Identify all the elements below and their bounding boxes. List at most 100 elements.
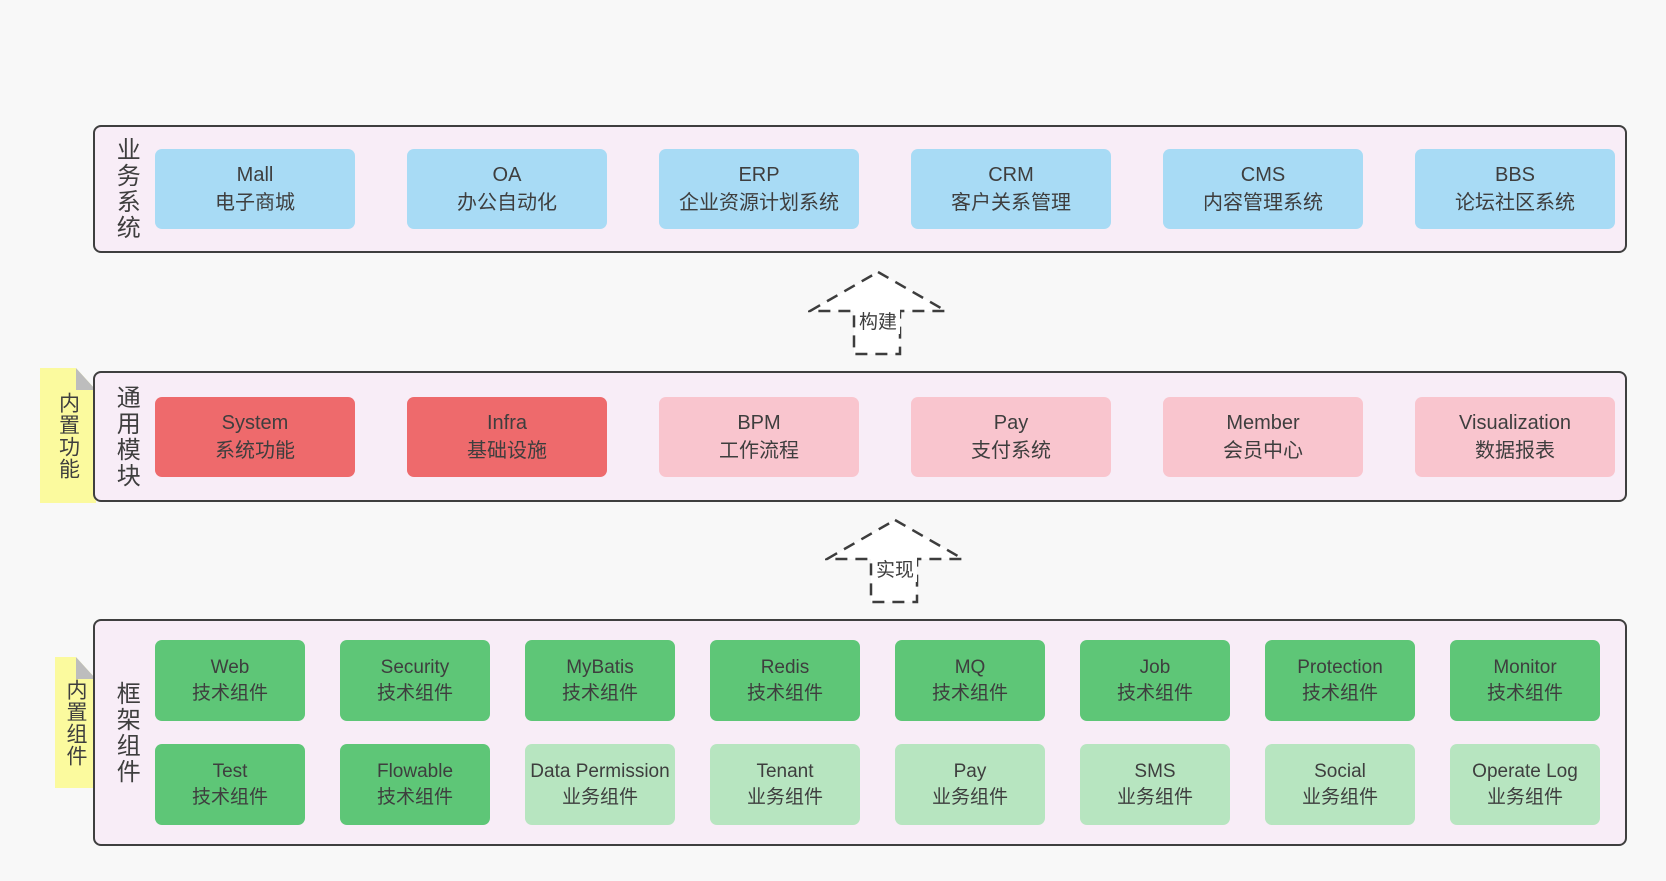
box-pay: Pay 业务组件: [895, 744, 1045, 825]
box-system: System 系统功能: [155, 396, 355, 477]
box-bbs: BBS 论坛社区系统: [1415, 149, 1615, 229]
box-title: Job: [1139, 656, 1171, 678]
box-title: Protection: [1297, 656, 1383, 678]
box-title: System: [221, 411, 289, 434]
box-subtitle: 技术组件: [746, 682, 823, 704]
panel-label: 业务系统: [112, 137, 140, 241]
box-title: Data Permission: [530, 760, 670, 782]
box-subtitle: 企业资源计划系统: [679, 192, 839, 214]
box-subtitle: 技术组件: [1486, 682, 1563, 704]
box-subtitle: 技术组件: [191, 682, 268, 704]
sticky-note-label: 内置组件: [64, 678, 88, 767]
panel-label-zone: 框架组件: [95, 621, 155, 844]
box-pay: Pay 支付系统: [911, 396, 1111, 477]
box-title: MQ: [954, 656, 986, 678]
box-mq: MQ 技术组件: [895, 640, 1045, 721]
box-bpm: BPM 工作流程: [659, 396, 859, 477]
sticky-note-builtin-components: 内置组件: [55, 657, 96, 788]
box-redis: Redis 技术组件: [710, 640, 860, 721]
box-subtitle: 办公自动化: [457, 192, 557, 214]
box-subtitle: 技术组件: [191, 786, 268, 808]
box-test: Test 技术组件: [155, 744, 305, 825]
panel-box-rows: Mall 电子商城 OA 办公自动化 ERP 企业资源计划系统 CRM 客户关系管理 CMS 内容…: [155, 127, 1625, 251]
box-social: Social 业务组件: [1265, 744, 1415, 825]
box-subtitle: 支付系统: [971, 439, 1051, 462]
box-subtitle: 技术组件: [376, 682, 453, 704]
box-title: CMS: [1240, 164, 1286, 186]
box-subtitle: 内容管理系统: [1203, 192, 1323, 214]
box-tenant: Tenant 业务组件: [710, 744, 860, 825]
arrow-label: 实现: [872, 555, 918, 582]
box-subtitle: 业务组件: [1301, 786, 1378, 808]
box-title: MyBatis: [566, 656, 634, 678]
box-subtitle: 论坛社区系统: [1455, 192, 1575, 214]
box-subtitle: 技术组件: [1116, 682, 1193, 704]
panel-business-systems: 业务系统 Mall 电子商城 OA 办公自动化 ERP 企业资源计划系统 CRM 客户关系管理…: [93, 125, 1627, 253]
box-subtitle: 技术组件: [376, 786, 453, 808]
panel-label-zone: 通用模块: [95, 373, 155, 500]
box-title: Pay: [993, 411, 1029, 434]
box-job: Job 技术组件: [1080, 640, 1230, 721]
box-security: Security 技术组件: [340, 640, 490, 721]
box-erp: ERP 企业资源计划系统: [659, 149, 859, 229]
box-title: Operate Log: [1472, 760, 1578, 782]
box-title: SMS: [1134, 760, 1176, 782]
box-title: BPM: [737, 411, 781, 434]
box-protection: Protection 技术组件: [1265, 640, 1415, 721]
box-subtitle: 电子商城: [215, 192, 295, 214]
box-title: Test: [212, 760, 248, 782]
arrow-label: 构建: [855, 307, 901, 334]
panel-label: 通用模块: [112, 384, 140, 489]
box-title: OA: [492, 164, 522, 186]
box-row: Mall 电子商城 OA 办公自动化 ERP 企业资源计划系统 CRM 客户关系管理 CMS 内容…: [155, 149, 1625, 229]
box-title: BBS: [1494, 164, 1536, 186]
build-arrow: 构建: [808, 270, 948, 356]
box-subtitle: 技术组件: [1301, 682, 1378, 704]
box-title: Pay: [953, 760, 987, 782]
box-monitor: Monitor 技术组件: [1450, 640, 1600, 721]
box-title: Security: [380, 656, 450, 678]
box-subtitle: 业务组件: [561, 786, 638, 808]
box-title: Visualization: [1459, 411, 1571, 434]
box-web: Web 技术组件: [155, 640, 305, 721]
box-title: Member: [1226, 411, 1300, 434]
box-subtitle: 系统功能: [215, 439, 295, 462]
box-subtitle: 技术组件: [931, 682, 1008, 704]
box-subtitle: 业务组件: [746, 786, 823, 808]
box-infra: Infra 基础设施: [407, 396, 607, 477]
box-oa: OA 办公自动化: [407, 149, 607, 229]
box-subtitle: 基础设施: [467, 439, 547, 462]
box-data-permission: Data Permission 业务组件: [525, 744, 675, 825]
box-title: CRM: [988, 164, 1034, 186]
box-cms: CMS 内容管理系统: [1163, 149, 1363, 229]
box-title: Web: [210, 656, 250, 678]
panel-common-modules: 通用模块 System 系统功能 Infra 基础设施 BPM 工作流程 Pay 支付系统 Me…: [93, 371, 1627, 502]
box-subtitle: 业务组件: [931, 786, 1008, 808]
box-title: Redis: [760, 656, 810, 678]
panel-label-zone: 业务系统: [95, 127, 155, 251]
sticky-note-builtin-features: 内置功能: [40, 368, 96, 503]
box-title: Social: [1314, 760, 1366, 782]
box-subtitle: 工作流程: [719, 439, 799, 462]
box-subtitle: 客户关系管理: [951, 192, 1071, 214]
box-title: Monitor: [1493, 656, 1557, 678]
box-title: ERP: [738, 164, 780, 186]
box-title: Tenant: [756, 760, 814, 782]
box-mall: Mall 电子商城: [155, 149, 355, 229]
box-mybatis: MyBatis 技术组件: [525, 640, 675, 721]
box-subtitle: 技术组件: [561, 682, 638, 704]
box-title: Mall: [236, 164, 274, 186]
sticky-note-label: 内置功能: [56, 391, 80, 480]
panel-label: 框架组件: [112, 680, 140, 785]
box-title: Infra: [486, 411, 528, 434]
